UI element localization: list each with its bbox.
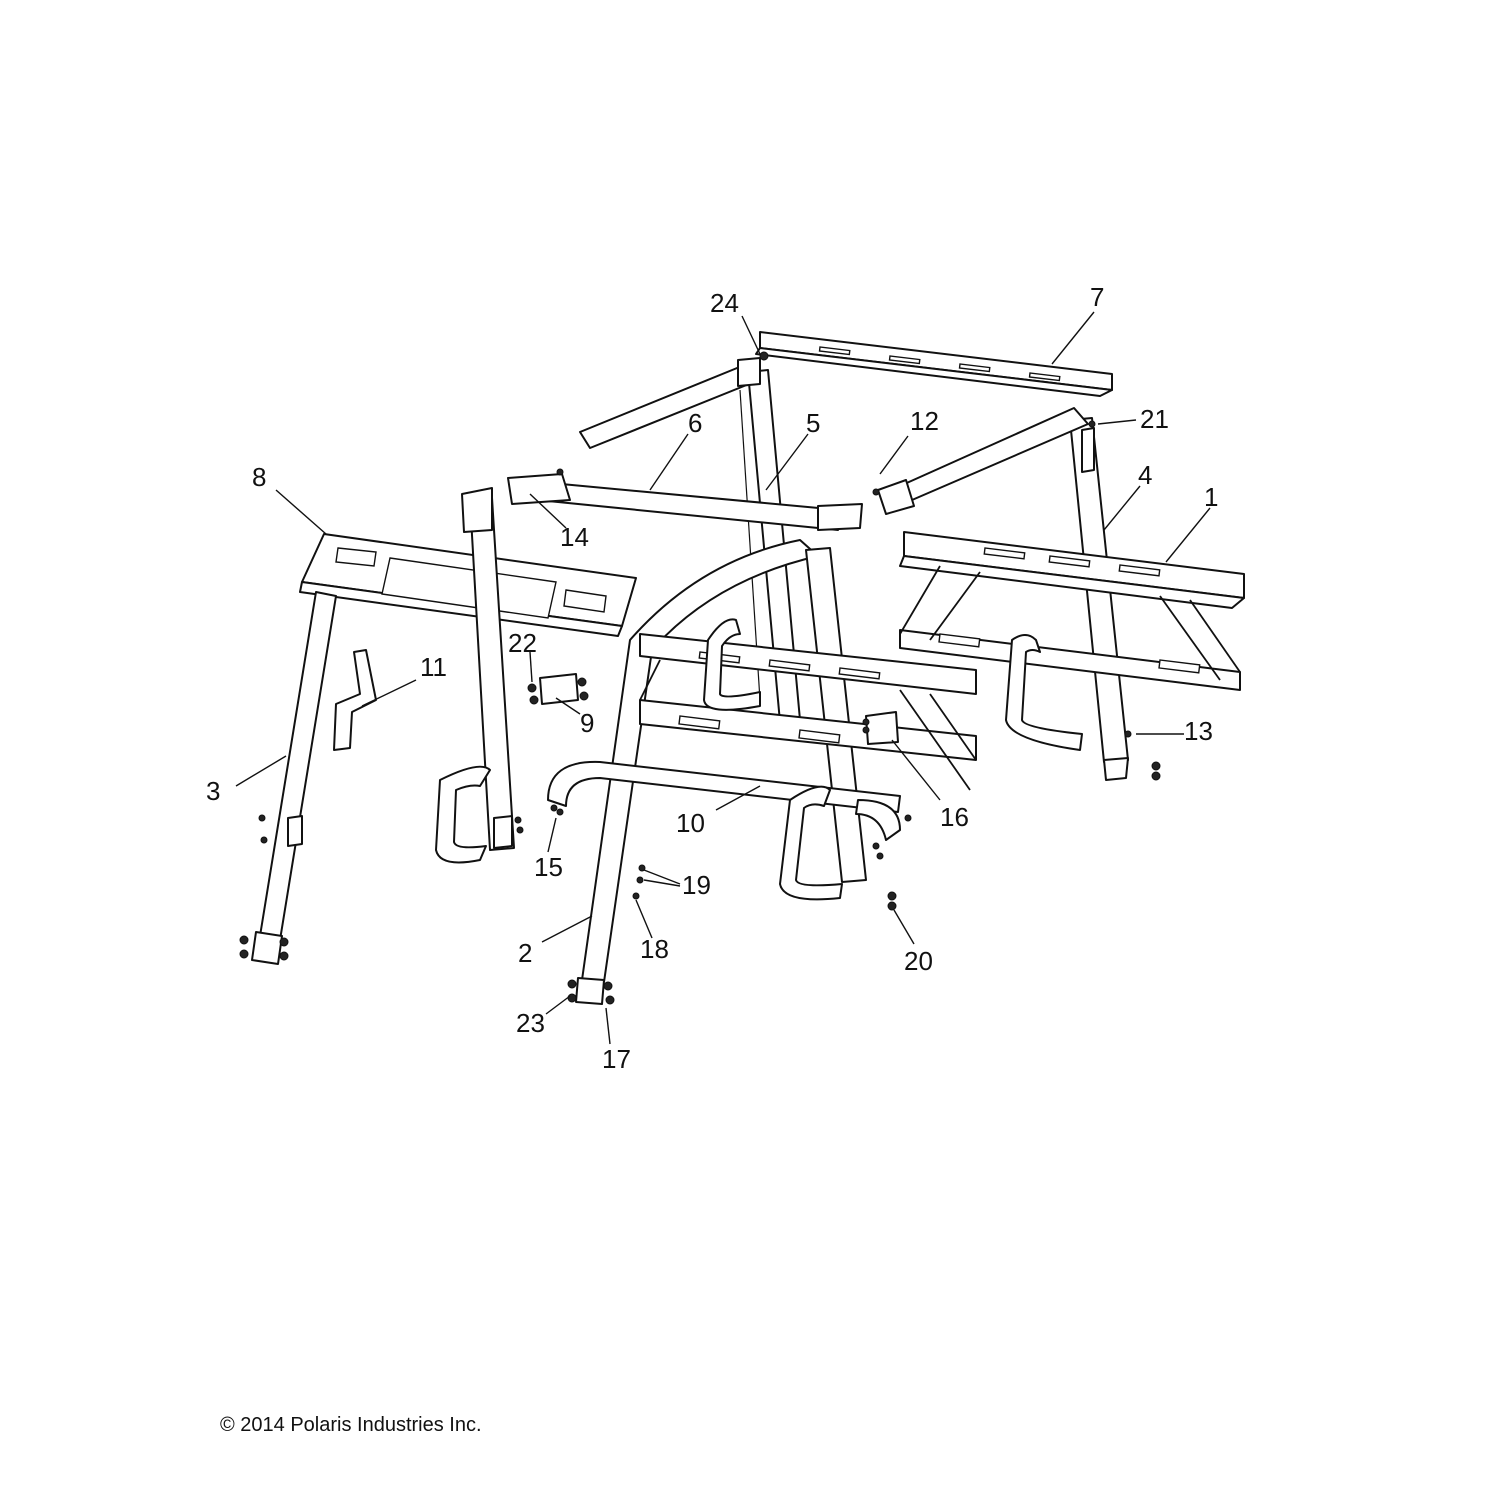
front-roof-panel-part	[299, 533, 637, 637]
callout-15: 15	[534, 852, 563, 882]
rear-side-tube-part	[579, 365, 1089, 515]
callout-13: 13	[1184, 716, 1213, 746]
callout-21: 21	[1140, 404, 1169, 434]
callout-6: 6	[688, 408, 702, 438]
callout-10: 10	[676, 808, 705, 838]
callout-2: 2	[518, 938, 532, 968]
callout-23: 23	[516, 1008, 545, 1038]
callout-19: 19	[682, 870, 711, 900]
callout-12: 12	[910, 406, 939, 436]
center-left-pillar-part	[461, 487, 515, 851]
callout-3: 3	[206, 776, 220, 806]
callout-labels: 1 2 3 4 5 6 7 8 9 10 11 12 13 14 15 16 1…	[206, 282, 1218, 1074]
grab-handle-part	[333, 649, 377, 751]
callout-14: 14	[560, 522, 589, 552]
callout-9: 9	[580, 708, 594, 738]
callout-11: 11	[420, 652, 447, 682]
leader-lines	[235, 311, 1211, 1045]
callout-8: 8	[252, 462, 266, 492]
brackets-part	[287, 357, 1095, 849]
copyright-notice: © 2014 Polaris Industries Inc.	[220, 1414, 482, 1436]
callout-20: 20	[904, 946, 933, 976]
callout-16: 16	[940, 802, 969, 832]
grab-bar-loops-part	[435, 618, 1083, 901]
callout-1: 1	[1204, 482, 1218, 512]
callout-18: 18	[640, 934, 669, 964]
rear-right-pillar-part	[1069, 417, 1129, 781]
callout-22: 22	[508, 628, 537, 658]
left-front-pillar-part	[251, 591, 337, 965]
middle-side-panel-part	[639, 633, 977, 791]
callout-5: 5	[806, 408, 820, 438]
callout-7: 7	[1090, 282, 1104, 312]
callout-24: 24	[710, 288, 739, 318]
right-side-panel-part	[899, 531, 1245, 691]
middle-cross-tube-part	[507, 473, 863, 531]
rear-cross-bar-part	[755, 331, 1113, 397]
callout-4: 4	[1138, 460, 1152, 490]
callout-17: 17	[602, 1044, 631, 1074]
